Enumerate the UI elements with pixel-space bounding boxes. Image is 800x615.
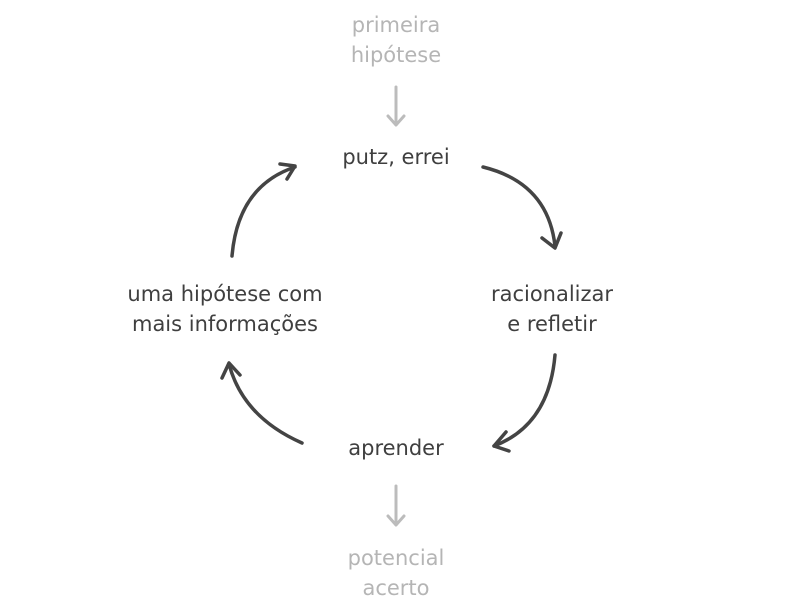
reflect-label: racionalizar e refletir <box>452 279 652 339</box>
potential-success-line-2: acerto <box>362 576 430 600</box>
first-hypothesis-label: primeira hipótese <box>296 10 496 70</box>
first-hypothesis-line-2: hipótese <box>350 43 442 67</box>
entry-arrow <box>386 85 406 127</box>
cycle-arrow-new-hypothesis-to-mistake <box>230 162 297 258</box>
learn-label: aprender <box>296 433 496 463</box>
new-hypothesis-line-2: mais informações <box>131 312 318 336</box>
mistake-line-1: putz, errei <box>342 145 450 169</box>
new-hypothesis-line-1: uma hipótese com <box>127 282 323 306</box>
cycle-arrow-reflect-to-learn <box>492 353 557 453</box>
exit-arrow <box>386 484 406 527</box>
reflect-line-2: e refletir <box>507 312 597 336</box>
potential-success-label: potencial acerto <box>296 543 496 603</box>
new-hypothesis-label: uma hipótese com mais informações <box>95 279 355 339</box>
potential-success-line-1: potencial <box>347 546 445 570</box>
learn-line-1: aprender <box>348 436 444 460</box>
mistake-label: putz, errei <box>296 142 496 172</box>
first-hypothesis-line-1: primeira <box>351 13 441 37</box>
reflect-line-1: racionalizar <box>490 282 614 306</box>
cycle-arrow-learn-to-new-hypothesis <box>220 361 304 445</box>
cycle-arrow-mistake-to-reflect <box>481 165 563 250</box>
